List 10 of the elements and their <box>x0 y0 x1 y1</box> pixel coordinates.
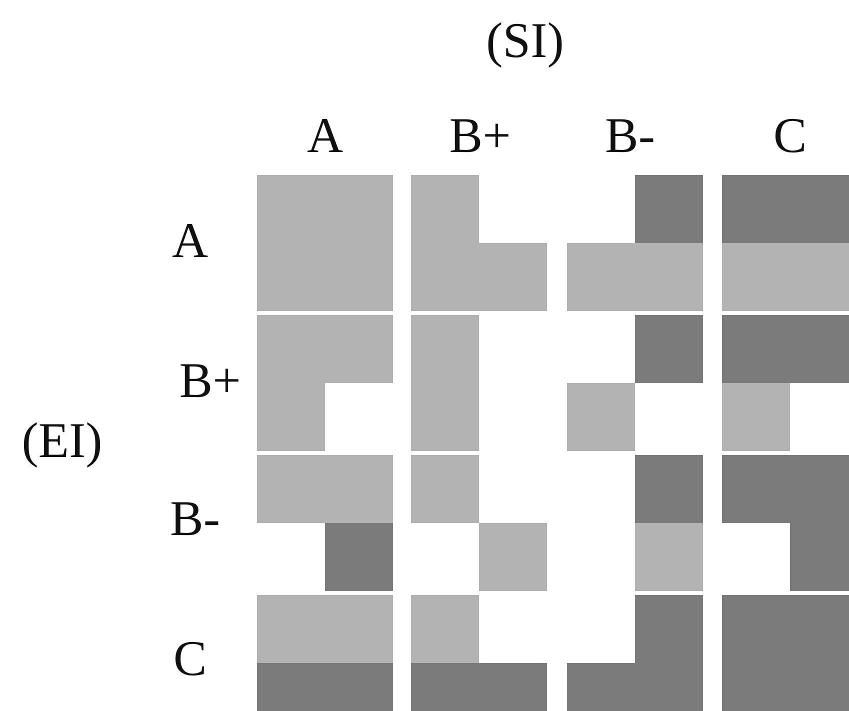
axis-title: (SI) <box>486 15 564 65</box>
axis-title: (EI) <box>22 415 102 465</box>
row-header: A <box>172 215 208 265</box>
column-header: A <box>306 110 344 160</box>
row-header: B- <box>170 493 220 543</box>
row-header: C <box>173 633 207 683</box>
column-header: B+ <box>449 110 511 160</box>
row-header: B+ <box>179 355 241 405</box>
column-header: C <box>773 110 807 160</box>
column-header: B- <box>605 110 655 160</box>
